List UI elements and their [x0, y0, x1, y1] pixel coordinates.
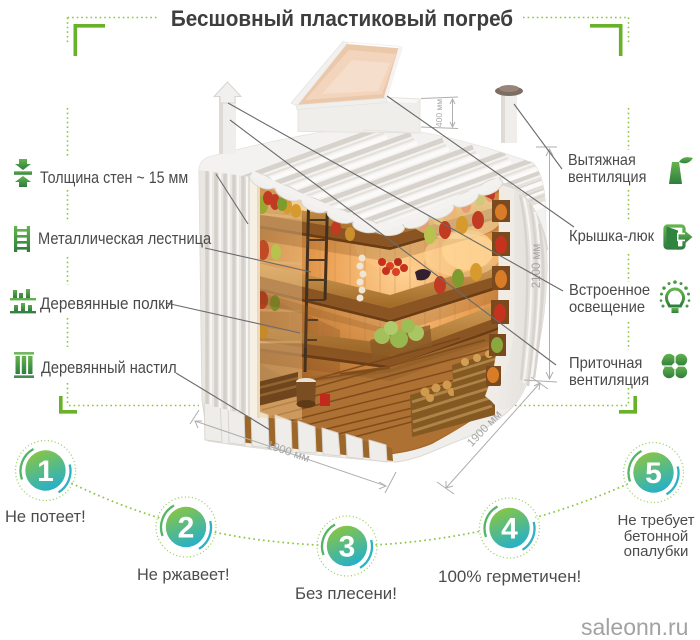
svg-text:2100 мм: 2100 мм: [531, 244, 543, 289]
svg-text:3: 3: [339, 531, 356, 564]
svg-text:2: 2: [178, 512, 195, 545]
svg-text:1: 1: [37, 455, 54, 488]
svg-text:4: 4: [501, 513, 518, 546]
svg-text:400 мм: 400 мм: [434, 99, 444, 127]
svg-text:5: 5: [645, 457, 662, 490]
